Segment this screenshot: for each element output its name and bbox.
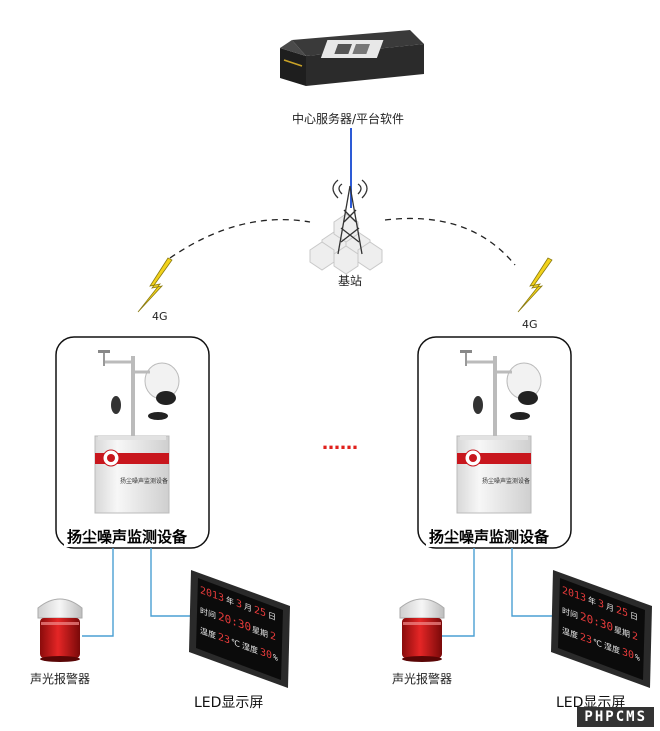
base-station-icon (309, 179, 383, 275)
server-icon (280, 30, 424, 86)
led-temp-unit: ℃ (593, 636, 602, 649)
led-month-unit: 月 (606, 601, 614, 614)
led-week: 2 (632, 629, 638, 643)
cabinet-label-left: 扬尘噪声监测设备 (120, 477, 168, 485)
led-year-unit: 年 (226, 595, 234, 608)
alarm-icon-left (37, 598, 83, 662)
led-day-unit: 日 (630, 610, 638, 623)
wireless-link-right (384, 217, 516, 266)
wireless-link-left (169, 219, 311, 259)
device-title-right: 扬尘噪声监测设备 (426, 526, 553, 547)
alarm-label-right: 声光报警器 (392, 672, 453, 686)
led-month-unit: 月 (244, 601, 252, 614)
alarm-label-left: 声光报警器 (30, 672, 91, 686)
led-label-left: LED显示屏 (194, 695, 264, 711)
4g-label-right: 4G (522, 318, 538, 331)
cables-left (82, 548, 190, 637)
ellipsis-dots: …… (322, 433, 358, 454)
cabinet-label-right: 扬尘噪声监测设备 (482, 477, 530, 485)
led-hum-unit: % (635, 652, 640, 663)
monitoring-device-icon-left (94, 350, 180, 514)
led-temp: 23 (580, 631, 592, 647)
led-temp: 23 (218, 631, 230, 647)
4g-label-left: 4G (152, 310, 168, 323)
base-station-label: 基站 (338, 274, 363, 288)
led-week: 2 (270, 629, 276, 643)
monitoring-device-icon-right (456, 350, 542, 514)
led-hum: 30 (622, 646, 634, 662)
led-day: 25 (616, 604, 628, 620)
cables-right (442, 548, 552, 637)
led-year-unit: 年 (588, 595, 596, 608)
led-month: 3 (598, 597, 604, 611)
led-display-right: 2013 年 3 月 25 日 时间 20:30 星期 2 温度 23 ℃ 湿度… (551, 570, 652, 688)
lightning-icon-left (137, 257, 173, 313)
device-title-left: 扬尘噪声监测设备 (64, 526, 191, 547)
led-temp-unit: ℃ (231, 636, 240, 649)
led-hum-unit: % (273, 652, 278, 663)
server-label: 中心服务器/平台软件 (292, 112, 405, 126)
led-month: 3 (236, 597, 242, 611)
watermark-logo: PHPCMS (577, 707, 654, 727)
led-display-left: 2013 年 3 月 25 日 时间 20:30 星期 2 温度 23 ℃ 湿度… (189, 570, 290, 688)
led-hum: 30 (260, 646, 272, 662)
lightning-icon-right (517, 257, 553, 313)
led-day: 25 (254, 604, 266, 620)
alarm-icon-right (399, 598, 445, 662)
led-day-unit: 日 (268, 610, 276, 623)
